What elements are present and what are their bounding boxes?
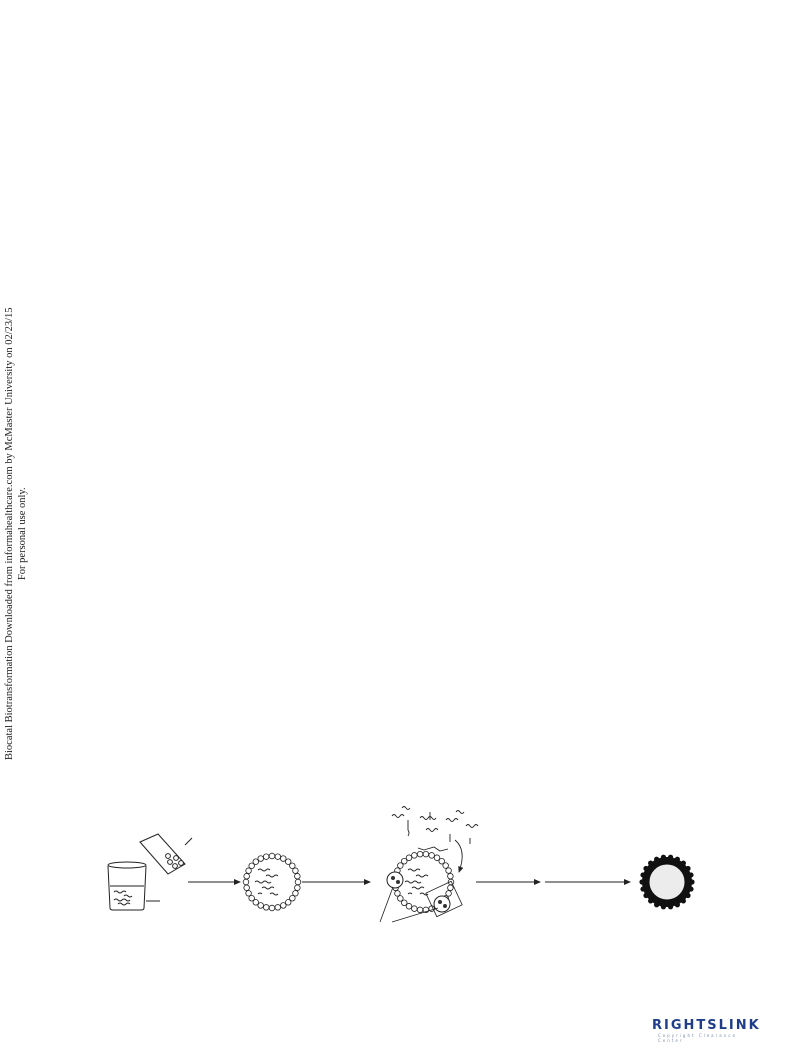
surface-bead [401, 899, 408, 907]
capsule-shell-tooth [660, 854, 667, 860]
surface-bead [445, 867, 452, 874]
surface-bead [405, 854, 413, 861]
surface-bead [416, 906, 424, 914]
surface-bead [442, 862, 449, 869]
surface-bead [394, 890, 401, 897]
surface-bead [245, 890, 252, 897]
surface-bead [447, 884, 454, 892]
rightslink-logo-subtext: Copyright Clearance Center [658, 1033, 737, 1043]
capsule-shell-tooth [667, 904, 674, 910]
surface-bead [397, 862, 404, 869]
surface-bead [274, 904, 281, 911]
capsule-shell-tooth [639, 879, 645, 885]
surface-bead [280, 855, 287, 862]
capsule-shell-tooth [689, 879, 695, 885]
surface-bead [263, 904, 270, 911]
capsule-shell-tooth [654, 902, 660, 908]
surface-bead [257, 902, 264, 909]
surface-bead [243, 873, 250, 880]
surface-bead [242, 878, 250, 886]
polymerizing-droplet-icon [379, 850, 463, 923]
beaker-icon [107, 861, 160, 911]
surface-bead [292, 890, 299, 897]
capsule-shell-tooth [660, 904, 667, 910]
surface-bead [397, 895, 404, 902]
surface-bead [433, 854, 441, 861]
surface-bead [257, 855, 264, 862]
rightslink-logo: RIGHTSLINK Copyright Clearance Center [652, 1018, 761, 1043]
capsule-shell-tooth [640, 872, 646, 878]
surface-bead [294, 878, 302, 886]
surface-bead [243, 884, 250, 891]
surface-bead [428, 852, 435, 859]
process-scheme-figure [107, 806, 695, 923]
rightslink-logo-text: RIGHTSLINK [652, 1018, 761, 1033]
surface-bead [268, 904, 276, 912]
surface-bead [285, 858, 292, 865]
capsule-shell-tooth [648, 860, 654, 866]
surface-bead [289, 895, 296, 902]
download-watermark: Biocatal Biotransformation Downloaded fr… [3, 307, 29, 760]
watermark-line-2: For personal use only. [17, 487, 29, 581]
surface-bead [280, 902, 287, 909]
surface-bead [401, 857, 408, 865]
droplet-icon [242, 852, 302, 912]
capsule-shell-tooth [685, 892, 691, 899]
capsule-shell-tooth [680, 860, 686, 866]
surface-bead [294, 884, 301, 891]
capsule-shell-tooth [640, 886, 646, 892]
surface-bead [292, 867, 299, 874]
microcapsule-icon [639, 854, 695, 910]
surface-bead [252, 899, 259, 906]
capsule-shell-tooth [674, 856, 680, 862]
surface-bead [263, 853, 270, 860]
surface-bead [411, 852, 418, 859]
surface-bead [445, 890, 452, 897]
surface-bead [411, 905, 418, 912]
surface-bead [447, 872, 454, 880]
capsule-shell-tooth [688, 872, 694, 878]
pouring-vessel-icon [139, 833, 193, 875]
surface-bead [422, 850, 430, 858]
capsule-shell-tooth [667, 854, 674, 860]
surface-bead [438, 857, 445, 865]
capsule-shell-tooth [680, 898, 686, 904]
polymer-chains-icon [391, 806, 479, 873]
capsule-shell-tooth [643, 865, 649, 872]
surface-bead [268, 852, 276, 860]
surface-bead [252, 858, 259, 865]
surface-bead [248, 862, 255, 869]
surface-bead [248, 895, 255, 902]
surface-bead [289, 862, 296, 869]
surface-bead [405, 903, 413, 910]
surface-bead [294, 873, 301, 880]
capsule-shell-tooth [685, 865, 691, 872]
capsule-shell-tooth [654, 856, 660, 862]
surface-bead [274, 853, 281, 860]
watermark-line-1: Biocatal Biotransformation Downloaded fr… [4, 307, 15, 760]
capsule-shell-tooth [648, 898, 654, 904]
capsule-shell-tooth [674, 902, 680, 908]
capsule-shell-tooth [643, 892, 649, 899]
surface-bead [285, 899, 292, 906]
surface-bead [416, 850, 424, 858]
capsule-shell-tooth [688, 886, 694, 892]
surface-bead [245, 867, 252, 874]
